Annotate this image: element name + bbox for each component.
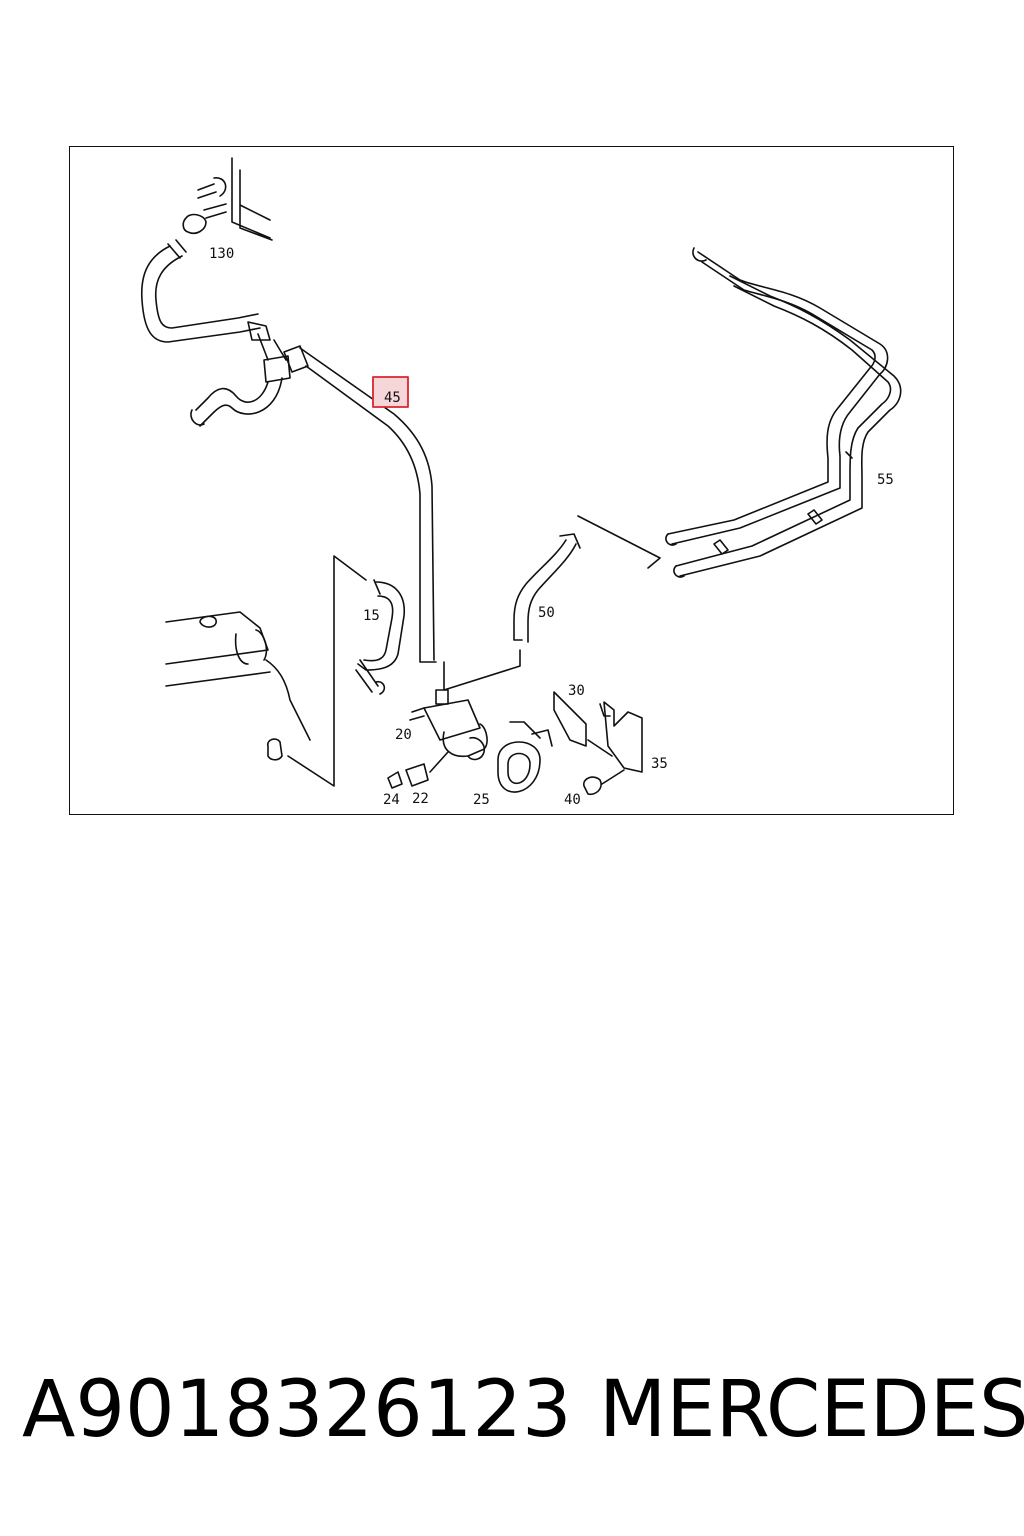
fasteners — [387, 763, 625, 796]
engine-block — [165, 611, 311, 761]
callout-30: 30 — [568, 683, 585, 699]
callout-24: 24 — [383, 792, 400, 808]
clamp-25 — [497, 721, 553, 793]
leader-bracket — [287, 555, 367, 787]
hose-45 — [299, 347, 437, 663]
callout-130: 130 — [209, 246, 234, 262]
hose-130 — [140, 239, 309, 427]
callout-50: 50 — [538, 605, 555, 621]
footer-caption: A9018326123 MERCEDES — [22, 1365, 1024, 1465]
callout-15: 15 — [363, 608, 380, 624]
callout-25: 25 — [473, 792, 490, 808]
tube-bundle-55 — [665, 247, 902, 578]
callout-45: 45 — [384, 390, 401, 406]
callout-45-highlight — [372, 376, 409, 408]
callout-55: 55 — [877, 472, 894, 488]
pump-20 — [409, 649, 521, 773]
hose-15 — [355, 579, 405, 695]
diagram-frame — [69, 146, 954, 815]
radiator-corner — [182, 157, 273, 241]
callout-35: 35 — [651, 756, 668, 772]
parts-diagram: 45 130 15 50 55 20 30 35 24 22 25 40 — [140, 157, 902, 808]
bracket-30-35 — [553, 691, 643, 773]
hose-50 — [513, 515, 661, 643]
callout-20: 20 — [395, 727, 412, 743]
callout-40: 40 — [564, 792, 581, 808]
part-number: A9018326123 — [22, 1365, 572, 1455]
callout-22: 22 — [412, 791, 429, 807]
brand-name: MERCEDES — [599, 1365, 1024, 1455]
